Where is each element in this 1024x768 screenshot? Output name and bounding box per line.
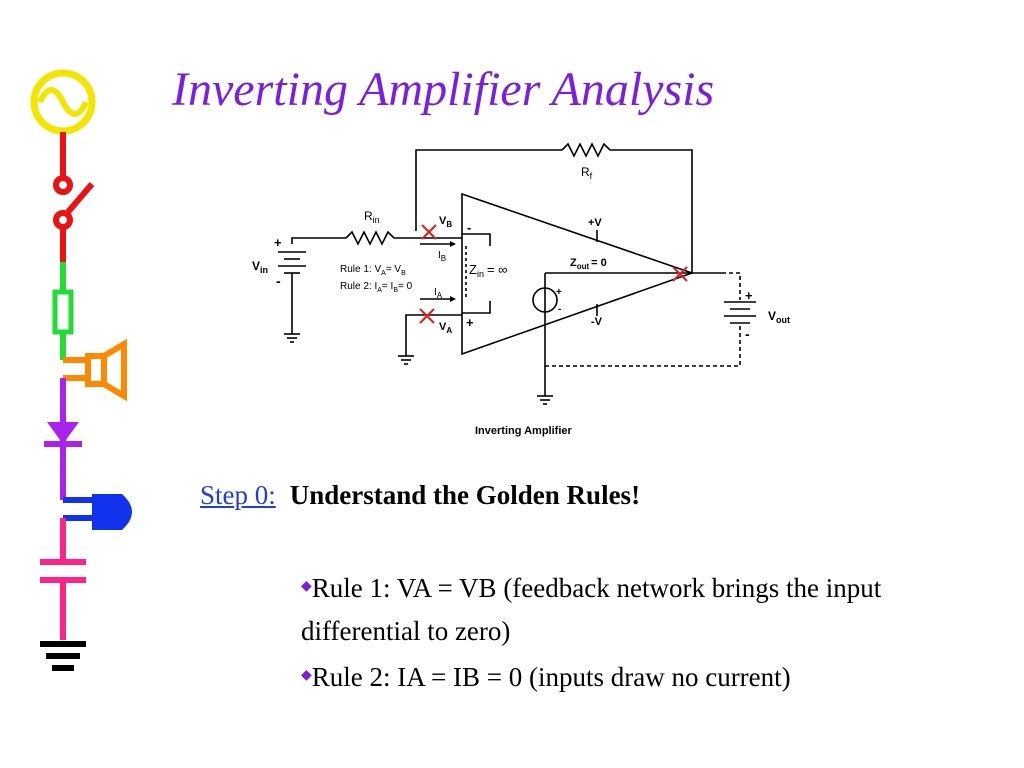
bullet-diamond-icon: ◆ xyxy=(301,667,312,683)
inverting-amplifier-diagram: Rf Rin Vin + - VB VA IB IA - + Rule 1: V… xyxy=(252,142,790,437)
vout-minus-sign: - xyxy=(745,326,750,342)
diagram-caption: Inverting Amplifier xyxy=(475,425,572,437)
decorative-circuit-symbols xyxy=(30,69,132,671)
vb-label: VB xyxy=(439,215,452,229)
bullet-rule-1: ◆Rule 1: VA = VB (feedback network bring… xyxy=(301,568,991,651)
bullet-text: Rule 2: IA = IB = 0 (inputs draw no curr… xyxy=(311,662,791,692)
capacitor-icon xyxy=(40,518,86,640)
vin-plus-sign: + xyxy=(274,235,282,250)
ground-icon xyxy=(40,641,86,671)
step-heading: Step 0: Understand the Golden Rules! xyxy=(200,480,640,511)
slide-title: Inverting Amplifier Analysis xyxy=(172,63,715,116)
negative-supply-label: -V xyxy=(591,316,603,328)
rule2-note: Rule 2: IA= IB= 0 xyxy=(340,281,413,294)
source-minus-sign: - xyxy=(558,304,561,315)
diode-icon xyxy=(44,378,82,500)
fuse-icon xyxy=(52,262,74,360)
vout-plus-sign: + xyxy=(745,288,753,303)
bullet-text: Rule 1: VA = VB (feedback network brings… xyxy=(301,573,882,646)
rf-label: Rf xyxy=(581,165,593,181)
speaker-icon xyxy=(63,338,127,402)
ac-source-icon xyxy=(30,69,96,135)
zin-label: Zin= ∞ xyxy=(469,262,507,279)
ia-label: IA xyxy=(434,287,443,300)
switch-icon xyxy=(53,132,95,262)
step-text: Understand the Golden Rules! xyxy=(289,480,641,510)
source-plus-sign: + xyxy=(556,287,562,298)
vin-label: Vin xyxy=(252,259,268,275)
inverting-input-sign: - xyxy=(467,220,471,235)
step-link[interactable]: Step 0: xyxy=(200,480,276,510)
rin-label: Rin xyxy=(364,209,380,225)
lamp-icon xyxy=(63,494,132,530)
vin-minus-sign: - xyxy=(276,273,281,289)
va-label: VA xyxy=(439,321,452,335)
bullet-diamond-icon: ◆ xyxy=(301,578,312,594)
ib-label: IB xyxy=(438,250,446,263)
zout-label: Zout= 0 xyxy=(570,257,607,271)
noninverting-input-sign: + xyxy=(466,315,474,330)
positive-supply-label: +V xyxy=(588,217,602,229)
bullet-rule-2: ◆Rule 2: IA = IB = 0 (inputs draw no cur… xyxy=(301,657,991,700)
node-marker-icon xyxy=(419,224,688,324)
vout-label: Vout xyxy=(768,309,790,325)
rule1-note: Rule 1: VA= VB xyxy=(340,264,406,277)
